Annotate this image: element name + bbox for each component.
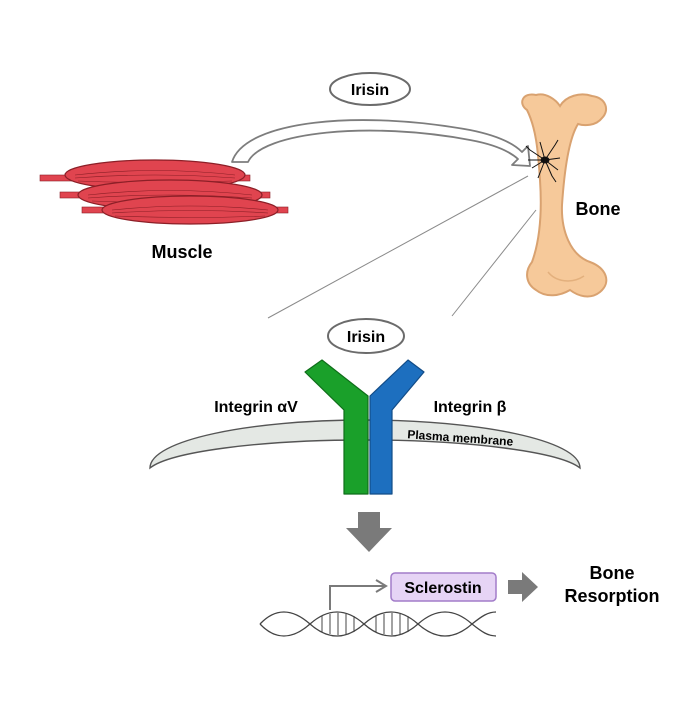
right-arrow bbox=[508, 572, 538, 602]
irisin-receptor-node: Irisin bbox=[327, 318, 405, 354]
integrin-beta bbox=[369, 359, 425, 495]
bone-label: Bone bbox=[576, 199, 621, 219]
down-arrow bbox=[346, 512, 392, 552]
irisin-top-label: Irisin bbox=[351, 82, 389, 99]
sclerostin-box: Sclerostin bbox=[390, 572, 497, 602]
bone-resorption-label-line2: Resorption bbox=[564, 586, 659, 606]
irisin-top-node: Irisin bbox=[329, 72, 411, 106]
bone-icon bbox=[521, 93, 608, 298]
bone-resorption-label-line1: Bone bbox=[590, 563, 635, 583]
sclerostin-label: Sclerostin bbox=[404, 580, 481, 597]
integrin-beta-label: Integrin β bbox=[434, 399, 507, 416]
muscle-label: Muscle bbox=[151, 242, 212, 262]
dna-helix bbox=[259, 611, 497, 637]
irisin-receptor-label: Irisin bbox=[347, 329, 385, 346]
promoter-arrow bbox=[329, 579, 388, 610]
muscle-icon bbox=[39, 159, 289, 225]
muscle-to-bone-arrow bbox=[231, 119, 531, 167]
integrin-alpha-label: Integrin αV bbox=[214, 399, 298, 416]
zoom-lines bbox=[267, 175, 537, 319]
integrin-alpha-v bbox=[304, 359, 369, 495]
plasma-membrane bbox=[149, 419, 581, 470]
